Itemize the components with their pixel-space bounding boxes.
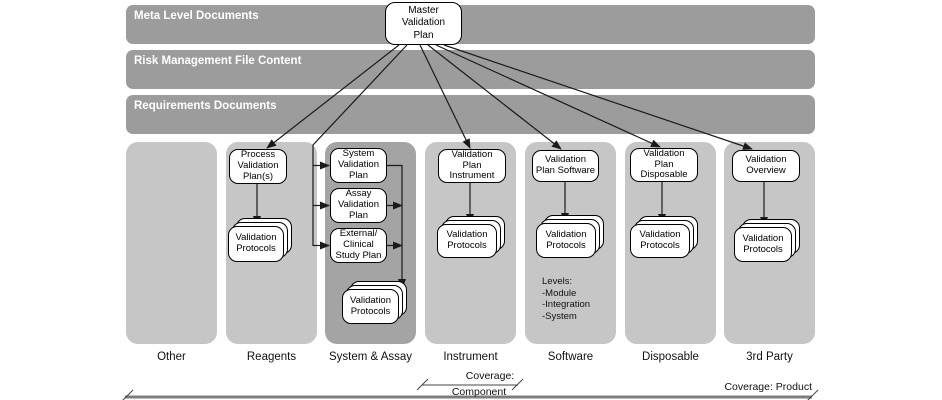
validation-protocols-stack-system-assay: Validation Protocols	[342, 281, 407, 324]
column-label-3rd-party: 3rd Party	[746, 351, 793, 363]
validation-plan-disposable-box: Validation Plan Disposable	[630, 148, 698, 182]
validation-protocols-box: Validation Protocols	[630, 224, 690, 258]
process-validation-plan-box: Process Validation Plan(s)	[229, 149, 287, 184]
coverage-product-label: Coverage: Product	[724, 381, 812, 393]
validation-plan-software-box: Validation Plan Software	[532, 150, 599, 182]
system-validation-plan-box: System Validation Plan	[330, 148, 387, 183]
column-other	[126, 142, 217, 344]
validation-protocols-stack-reagents: Validation Protocols	[228, 218, 292, 262]
bar-requirements-documents: Requirements Documents	[126, 95, 815, 134]
external-clinical-study-plan-box: External/ Clinical Study Plan	[330, 228, 387, 263]
column-label-software: Software	[547, 351, 594, 363]
validation-plan-instrument-box: Validation Plan Instrument	[438, 149, 506, 183]
column-label-reagents: Reagents	[246, 351, 297, 363]
column-label-other: Other	[157, 351, 186, 363]
validation-overview-box: Validation Overview	[732, 150, 800, 182]
validation-protocols-box: Validation Protocols	[536, 223, 596, 258]
coverage-component-title: Coverage:	[465, 370, 515, 382]
column-label-system-assay: System & Assay	[328, 351, 413, 363]
bar-risk-management-file-content: Risk Management File Content	[126, 50, 815, 89]
levels-note: Levels: -Module -Integration -System	[542, 276, 591, 322]
validation-protocols-box: Validation Protocols	[437, 224, 497, 258]
validation-protocols-box: Validation Protocols	[734, 227, 792, 262]
master-validation-plan-box: Master Validation Plan	[385, 2, 462, 45]
validation-protocols-box: Validation Protocols	[228, 226, 284, 262]
coverage-component-scope: Component	[451, 386, 507, 398]
validation-protocols-box: Validation Protocols	[342, 289, 399, 324]
validation-protocols-stack-disposable: Validation Protocols	[630, 216, 698, 258]
assay-validation-plan-box: Assay Validation Plan	[330, 188, 387, 223]
column-label-instrument: Instrument	[443, 351, 498, 363]
validation-protocols-stack-instrument: Validation Protocols	[437, 216, 505, 258]
column-label-disposable: Disposable	[642, 351, 699, 363]
validation-protocols-stack-software: Validation Protocols	[536, 215, 604, 258]
bar-meta-level-documents: Meta Level Documents	[126, 5, 815, 44]
validation-protocols-stack-3rd-party: Validation Protocols	[734, 219, 800, 262]
